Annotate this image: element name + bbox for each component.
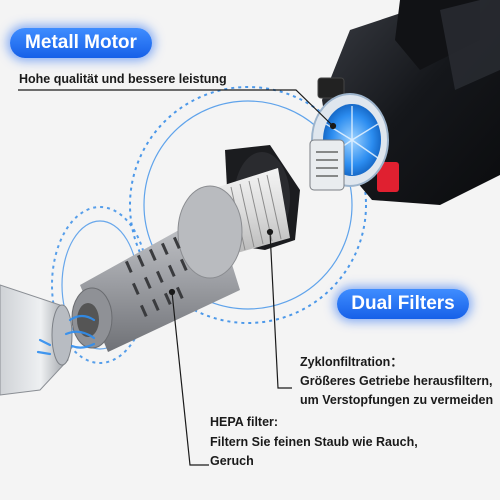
hepa-callout-title: HEPA filter: (210, 415, 279, 429)
metall-motor-badge: Metall Motor (10, 28, 152, 58)
hepa-callout: HEPA filter: Filtern Sie feinen Staub wi… (210, 413, 418, 472)
cyclone-callout: Zyklonfiltration： Größeres Getriebe hera… (300, 353, 493, 410)
dust-cup (0, 284, 73, 396)
cyclone-callout-title: Zyklonfiltration： (300, 355, 403, 369)
hepa-callout-line1: Filtern Sie feinen Staub wie Rauch, (210, 434, 418, 449)
motor-fan-icon (309, 93, 389, 191)
motor-callout-text: Hohe qualität und bessere leistung (19, 72, 227, 86)
hepa-callout-line2: Geruch (210, 454, 254, 468)
dual-filters-badge: Dual Filters (337, 289, 469, 319)
cyclone-callout-line1: Größeres Getriebe herausfiltern, (300, 374, 493, 388)
cyclone-callout-line2: um Verstopfungen zu vermeiden (300, 393, 494, 407)
